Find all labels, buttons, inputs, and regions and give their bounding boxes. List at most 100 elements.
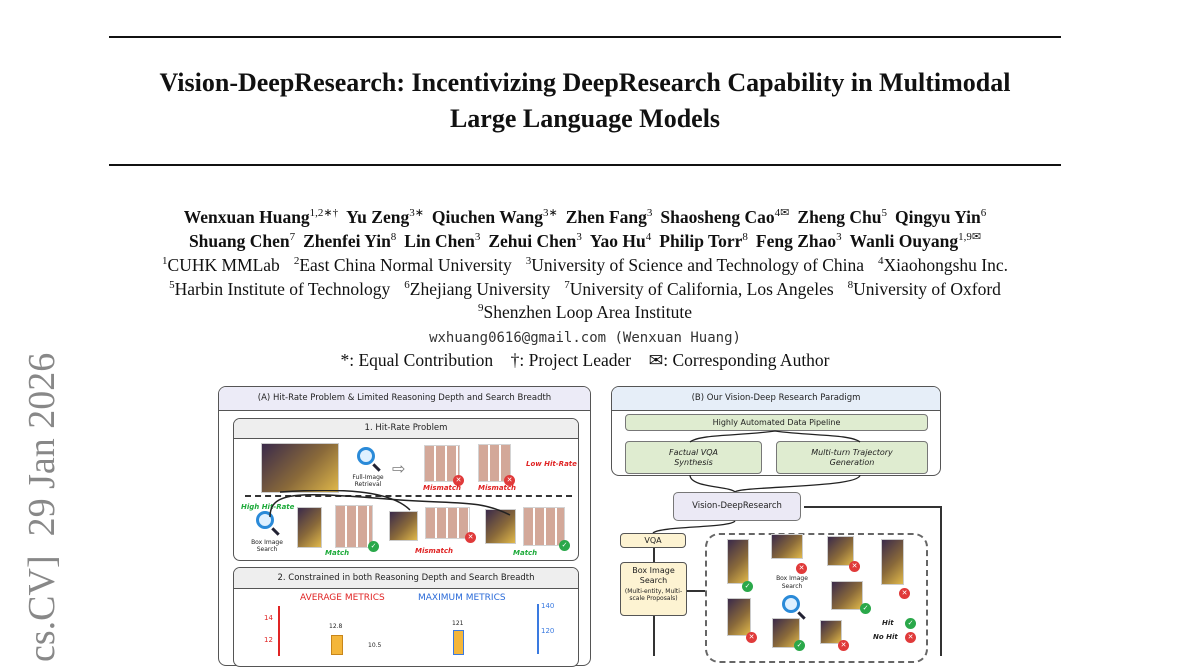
trajectory-box: Multi-turn Trajectory Generation: [776, 441, 928, 474]
left-tick: 12: [264, 636, 273, 644]
author-name: Wenxuan Huang1,2∗†: [183, 207, 339, 227]
right-tick: 120: [541, 627, 555, 635]
author-affiliation-mark: 8: [390, 231, 397, 243]
author-affiliation-mark: 3∗: [409, 207, 424, 219]
retrieval-result-grid: [523, 507, 565, 546]
proposal-crop: [820, 620, 842, 644]
flow-line: [653, 616, 655, 656]
affiliation: 7University of California, Los Angeles: [564, 279, 834, 299]
constraint-box: 2. Constrained in both Reasoning Depth a…: [233, 567, 579, 667]
low-hit-rate-label: Low Hit-Rate: [526, 460, 577, 468]
magnifier-icon: [357, 447, 375, 465]
maximum-metrics-label: MAXIMUM METRICS: [418, 593, 506, 603]
author-name: Zheng Chu5: [797, 207, 888, 227]
x-badge-icon: ✕: [504, 475, 515, 486]
affiliation: 5Harbin Institute of Technology: [169, 279, 391, 299]
affiliation-number: 9: [478, 302, 484, 314]
feedback-line: [804, 506, 941, 508]
affiliation: 9Shenzhen Loop Area Institute: [478, 302, 692, 322]
paper-title-line-1: Vision-DeepResearch: Incentivizing DeepR…: [159, 68, 1011, 97]
x-badge-icon: ✕: [899, 588, 910, 599]
author-affiliation-mark: 3: [836, 231, 842, 243]
mismatch-label: Mismatch: [415, 547, 454, 555]
box-search-title: Box Image Search: [632, 566, 675, 585]
author-name: Lin Chen3: [404, 231, 481, 251]
left-axis: [278, 606, 280, 656]
author-affiliation-mark: 8: [742, 231, 748, 243]
top-rule: [109, 36, 1061, 38]
average-metrics-label: AVERAGE METRICS: [300, 593, 385, 603]
author-affiliation-mark: 3: [474, 231, 481, 243]
check-badge-icon: ✓: [742, 581, 753, 592]
affiliation: 4Xiaohongshu Inc.: [878, 255, 1008, 275]
cropped-player-image: [485, 509, 516, 544]
hit-legend-label: Hit: [882, 619, 894, 627]
mismatch-label: Mismatch: [478, 484, 517, 492]
author-name: Yu Zeng3∗: [346, 207, 424, 227]
affiliations-line-2: 5Harbin Institute of Technology 6Zhejiang…: [0, 279, 1170, 300]
box-search-subtitle: (Multi-entity, Multi-scale Proposals): [624, 588, 683, 602]
magnifier-icon: [782, 595, 800, 613]
x-badge-icon: ✕: [746, 632, 757, 643]
author-name: Zhenfei Yin8: [303, 231, 397, 251]
pipeline-arrows: [689, 430, 861, 493]
factual-vqa-box: Factual VQA Synthesis: [625, 441, 762, 474]
right-axis: [537, 604, 539, 654]
dashed-divider: [245, 495, 572, 497]
affiliation-number: 4: [878, 255, 884, 267]
author-name: Qingyu Yin6: [895, 207, 987, 227]
model-to-vqa-arrow: [652, 520, 736, 534]
match-label: Match: [325, 549, 350, 557]
no-hit-legend-label: No Hit: [873, 633, 898, 641]
right-tick: 140: [541, 602, 555, 610]
affiliation-number: 5: [169, 279, 175, 291]
x-badge-icon: ✕: [453, 475, 464, 486]
bar-label: 121: [452, 620, 464, 627]
cropped-player-image: [389, 511, 418, 541]
vqa-arrow: [653, 548, 655, 562]
x-badge-icon: ✕: [796, 563, 807, 574]
full-image-retrieval-label: Full-Image Retrieval: [352, 474, 384, 488]
author-name: Yao Hu4: [589, 231, 652, 251]
constraint-title: 2. Constrained in both Reasoning Depth a…: [234, 568, 578, 589]
high-hit-rate-label: High Hit-Rate: [241, 503, 295, 511]
author-affiliation-mark: 1,9✉: [958, 231, 982, 243]
affiliation: 6Zhejiang University: [404, 279, 551, 299]
author-affiliation-mark: 3: [646, 207, 653, 219]
affiliation: 1CUHK MMLab: [162, 255, 280, 275]
author-name: Feng Zhao3: [755, 231, 842, 251]
feedback-line: [940, 506, 942, 656]
author-affiliation-mark: 3∗: [542, 207, 558, 219]
check-badge-icon: ✓: [368, 541, 379, 552]
author-name: Zehui Chen3: [488, 231, 582, 251]
vision-deepresearch-box: Vision-DeepResearch: [673, 492, 801, 521]
author-affiliation-mark: 7: [289, 231, 296, 243]
contribution-notes: *: Equal Contribution †: Project Leader …: [340, 350, 830, 370]
title-bottom-rule: [109, 164, 1061, 166]
author-affiliation-mark: 1,2∗†: [309, 207, 339, 219]
check-badge-icon: ✓: [905, 618, 916, 629]
x-badge-icon: ✕: [465, 532, 476, 543]
affiliation-number: 1: [162, 255, 168, 267]
proposal-crop: [831, 581, 863, 610]
search-arrow: [687, 590, 705, 592]
retrieval-result-grid: [478, 444, 511, 482]
data-pipeline-box: Highly Automated Data Pipeline: [625, 414, 928, 431]
proposal-crop: [771, 534, 803, 559]
proposal-crop: [827, 536, 854, 566]
retrieval-result-grid: [335, 505, 373, 548]
bar: [453, 630, 464, 655]
check-badge-icon: ✓: [794, 640, 805, 651]
author-affiliation-mark: 6: [980, 207, 987, 219]
affiliation-number: 3: [525, 255, 532, 267]
retrieval-result-grid: [425, 507, 470, 539]
bar-label: 10.5: [368, 642, 382, 649]
proposal-crop: [881, 539, 904, 585]
vqa-box: VQA: [620, 533, 686, 548]
affiliations-line-3: 9Shenzhen Loop Area Institute: [0, 302, 1170, 323]
affiliation-number: 6: [404, 279, 410, 291]
right-arrow-icon: ⇨: [392, 459, 406, 478]
proposal-crop: [727, 539, 749, 584]
